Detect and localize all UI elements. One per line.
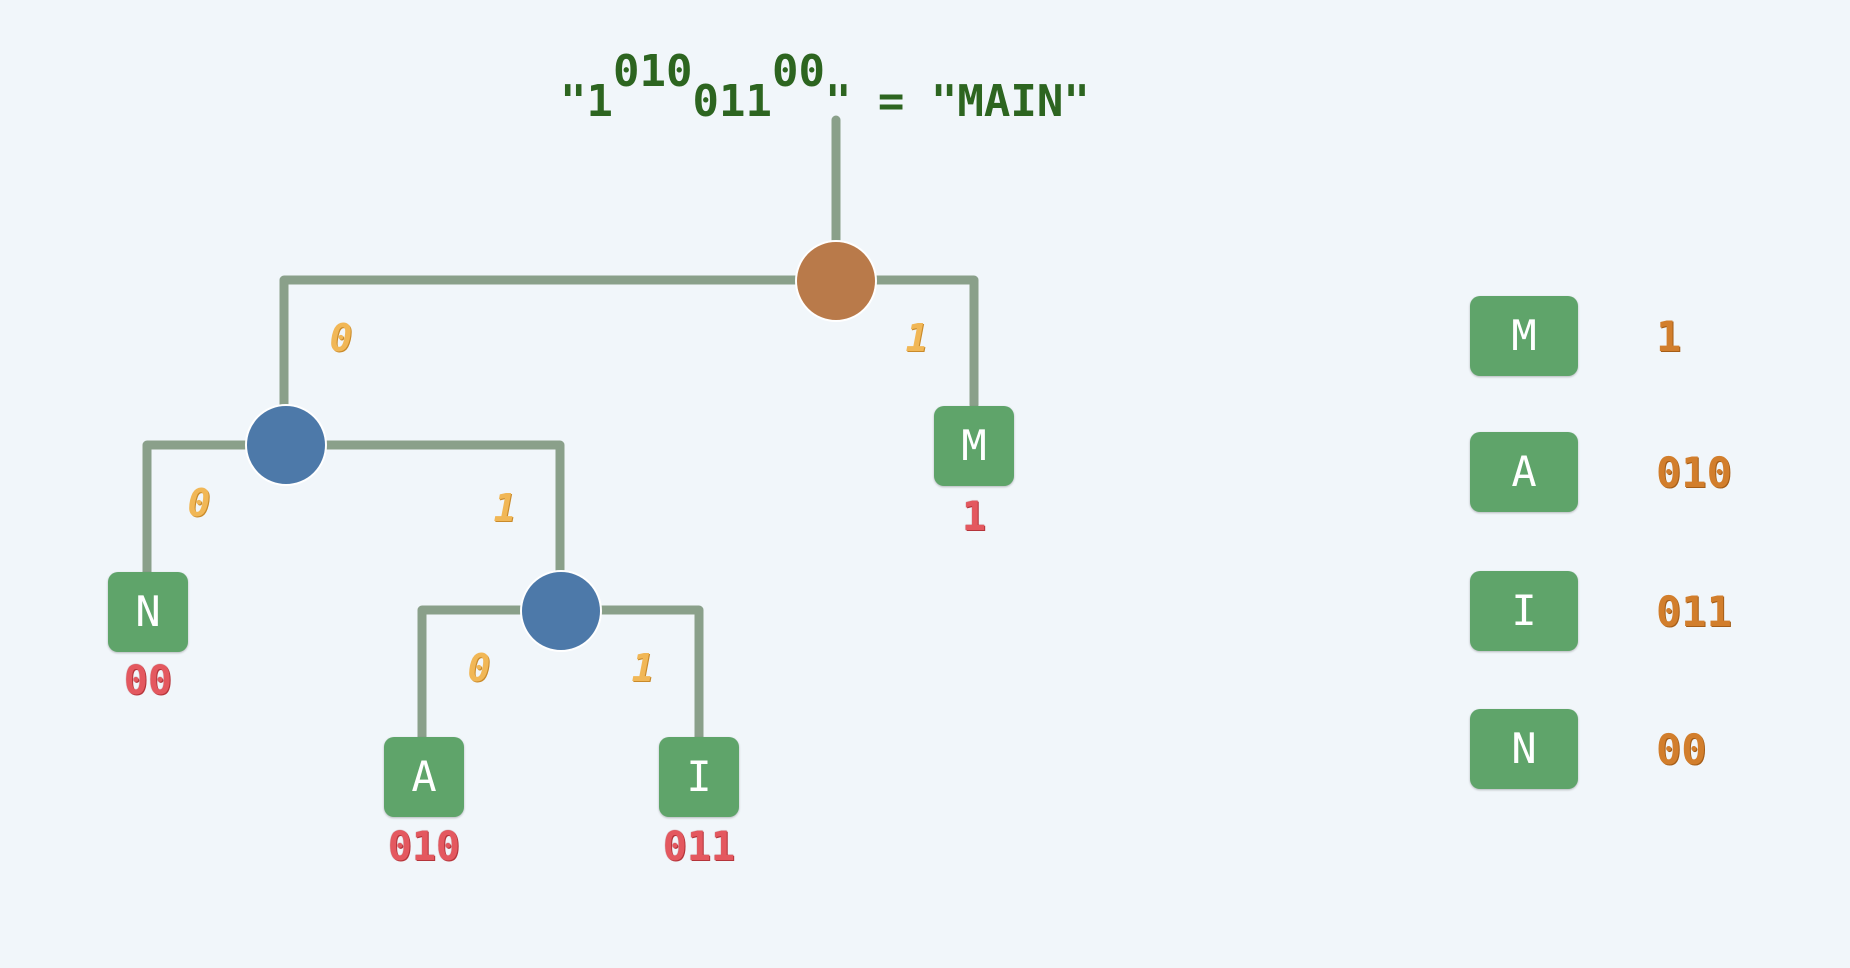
title-seg-4: 00	[771, 46, 825, 97]
branch-n1-right	[279, 440, 565, 577]
legend-code: 010	[1656, 448, 1732, 497]
tree-branches	[142, 115, 979, 743]
legend-letter: N	[1470, 709, 1578, 789]
encoded-string-title: "101001100" = "MAIN"	[560, 46, 1090, 127]
leaf-node-i: I	[659, 737, 739, 817]
inner-node-1	[245, 404, 327, 486]
edge-label-n2-right: 1	[631, 646, 655, 690]
edge-label-root-right: 1	[905, 316, 929, 360]
leaf-code-a: 010	[387, 824, 461, 870]
branch-root-right	[831, 275, 979, 410]
title-seg-3: 011	[692, 76, 772, 127]
legend-code: 011	[1656, 587, 1732, 636]
title-seg-1: 1	[586, 76, 614, 127]
leaf-node-a: A	[384, 737, 464, 817]
leaf-node-n: N	[108, 572, 188, 652]
edge-label-root-left: 0	[329, 316, 353, 360]
inner-node-2	[520, 570, 602, 652]
legend-code: 00	[1656, 725, 1707, 774]
branch-n2-right	[555, 605, 704, 743]
title-open-quote: "	[560, 76, 587, 127]
edge-label-n1-left: 0	[187, 481, 211, 525]
branch-n2-left	[417, 605, 565, 743]
branch-root-left	[279, 275, 841, 410]
legend-code: 1	[1656, 312, 1682, 361]
leaf-code-m: 1	[961, 494, 987, 540]
leaf-node-m: M	[934, 406, 1014, 486]
edge-label-n1-right: 1	[493, 486, 517, 530]
edge-label-n2-left: 0	[467, 646, 491, 690]
title-rest: " = "MAIN"	[824, 76, 1090, 127]
root-node	[795, 240, 877, 322]
title-seg-2: 010	[613, 46, 693, 97]
legend-letter: A	[1470, 432, 1578, 512]
branch-n1-left	[142, 440, 289, 577]
legend-letter: I	[1470, 571, 1578, 651]
leaf-code-n: 00	[123, 658, 173, 704]
legend-letter: M	[1470, 296, 1578, 376]
leaf-code-i: 011	[662, 824, 736, 870]
